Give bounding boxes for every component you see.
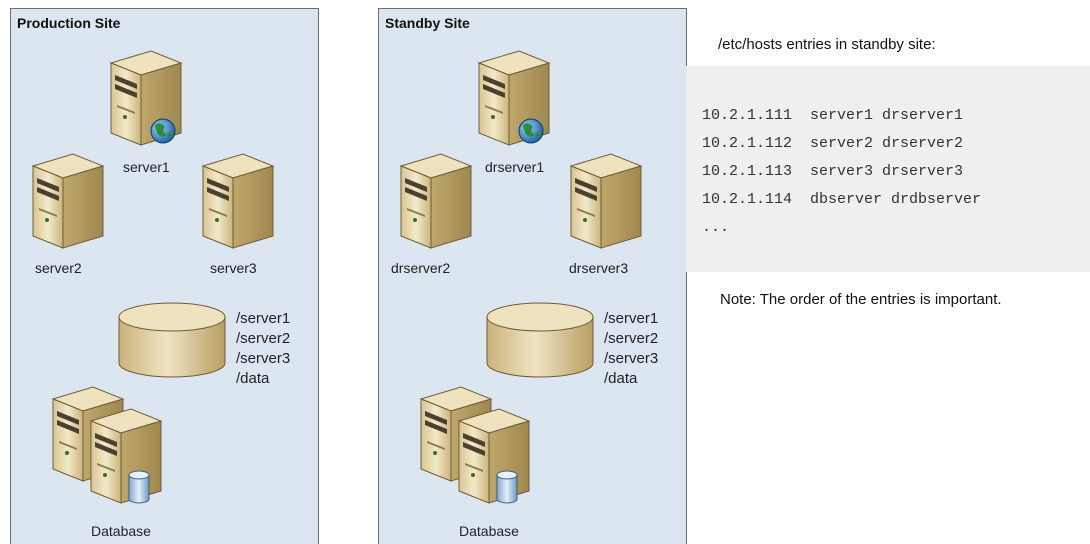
storage-icon — [118, 302, 226, 378]
server3-label: server3 — [210, 260, 257, 276]
globe-icon — [518, 118, 544, 144]
drserver2-label: drserver2 — [391, 260, 451, 276]
filesystem-entry: /server2 — [236, 330, 291, 347]
drserver1-label: drserver1 — [485, 159, 545, 175]
filesystem-entry: /server3 — [236, 350, 291, 367]
hosts-panel-title: /etc/hosts entries in standby site: — [718, 36, 936, 53]
storage-icon — [486, 302, 594, 378]
drserver3-label: drserver3 — [569, 260, 629, 276]
hosts-line: 10.2.1.114 dbserver drdbserver — [702, 191, 982, 208]
server-icon — [110, 50, 182, 146]
server-icon — [202, 153, 274, 249]
server1-label: server1 — [123, 159, 170, 175]
server-icon — [32, 153, 104, 249]
filesystem-entry: /server2 — [604, 330, 659, 347]
hosts-lines: 10.2.1.111 server1 drserver1 10.2.1.112 … — [702, 102, 981, 242]
server-icon — [400, 153, 472, 249]
hosts-line: ... — [702, 219, 730, 236]
server2-label: server2 — [35, 260, 82, 276]
production-site-title: Production Site — [17, 15, 121, 31]
database-cylinder-icon — [128, 470, 150, 504]
hosts-line: 10.2.1.112 server2 drserver2 — [702, 135, 964, 152]
filesystem-list: /server1 /server2 /server3 /data — [236, 309, 290, 389]
database-label: Database — [459, 523, 519, 539]
filesystem-entry: /server3 — [604, 350, 659, 367]
standby-site-panel: Standby Site drserver1 drserver2 drserve… — [378, 8, 687, 544]
server-icon — [570, 153, 642, 249]
note-text: Note: The order of the entries is import… — [720, 291, 1002, 308]
filesystem-list: /server1 /server2 /server3 /data — [604, 309, 658, 389]
filesystem-entry: /data — [236, 370, 270, 387]
database-server-icon — [420, 386, 530, 504]
filesystem-entry: /server1 — [236, 310, 291, 327]
database-label: Database — [91, 523, 151, 539]
production-site-panel: Production Site server1 server2 server3 … — [10, 8, 319, 544]
database-cylinder-icon — [496, 470, 518, 504]
filesystem-entry: /server1 — [604, 310, 659, 327]
globe-icon — [150, 118, 176, 144]
filesystem-entry: /data — [604, 370, 638, 387]
database-server-icon — [52, 386, 162, 504]
standby-site-title: Standby Site — [385, 15, 470, 31]
hosts-line: 10.2.1.113 server3 drserver3 — [702, 163, 964, 180]
server-icon — [478, 50, 550, 146]
hosts-code-block: 10.2.1.111 server1 drserver1 10.2.1.112 … — [686, 66, 1090, 272]
hosts-line: 10.2.1.111 server1 drserver1 — [702, 107, 964, 124]
